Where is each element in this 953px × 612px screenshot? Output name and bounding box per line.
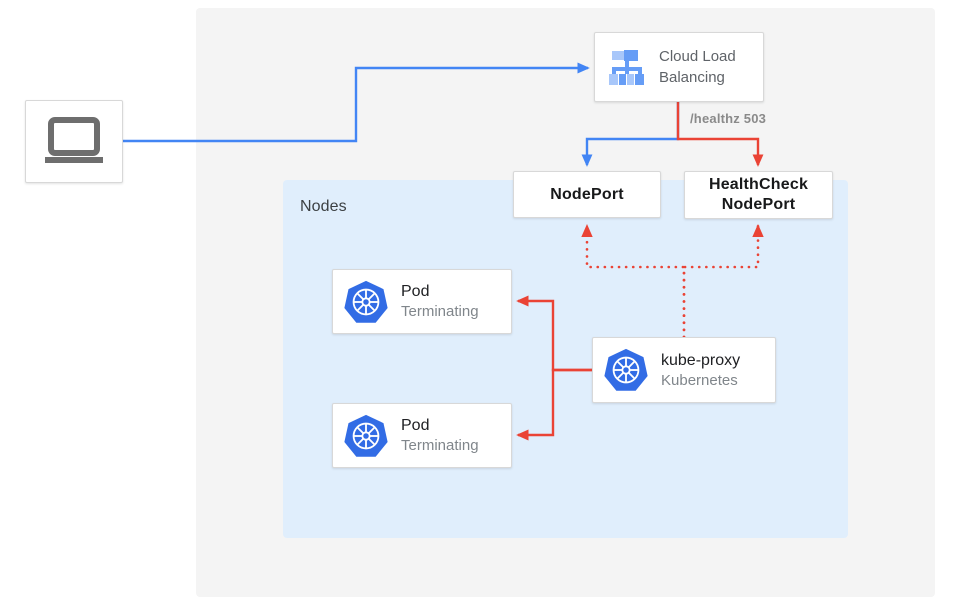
laptop-icon	[45, 116, 103, 163]
cloud-load-balancing-label-line1: Cloud Load	[659, 48, 736, 65]
cloud-load-balancing-label-line2: Balancing	[659, 69, 725, 86]
healthcheck-nodeport-label-line2: NodePort	[721, 196, 796, 213]
nodeport-node: NodePort	[513, 171, 661, 218]
pod-2-status: Terminating	[401, 437, 479, 454]
pod-1-status: Terminating	[401, 303, 479, 320]
cloud-load-balancing-label: Cloud Load Balancing	[659, 46, 736, 88]
nodes-region-label: Nodes	[300, 198, 347, 215]
kubernetes-icon	[604, 348, 648, 391]
nodeport-label: NodePort	[550, 185, 624, 203]
healthcheck-nodeport-label: HealthCheck NodePort	[709, 175, 808, 215]
cloud-load-balancing-node: Cloud Load Balancing	[594, 32, 764, 102]
healthz-edge-label: /healthz 503	[690, 111, 767, 126]
pod-2-title: Pod	[401, 417, 430, 434]
kube-proxy-text: kube-proxy Kubernetes	[661, 350, 740, 391]
pod-node-2: Pod Terminating	[332, 403, 512, 468]
kubernetes-icon	[344, 280, 388, 323]
kube-proxy-node: kube-proxy Kubernetes	[592, 337, 776, 403]
cloud-load-balancing-icon	[609, 50, 644, 85]
kubernetes-icon	[344, 414, 388, 457]
pod-2-text: Pod Terminating	[401, 415, 479, 456]
client-node	[25, 100, 123, 183]
kube-proxy-title: kube-proxy	[661, 351, 741, 369]
healthcheck-nodeport-label-line1: HealthCheck	[708, 176, 809, 193]
pod-node-1: Pod Terminating	[332, 269, 512, 334]
pod-1-text: Pod Terminating	[401, 281, 479, 322]
pod-1-title: Pod	[401, 283, 430, 300]
kube-proxy-subtitle: Kubernetes	[661, 371, 738, 389]
healthcheck-nodeport-node: HealthCheck NodePort	[684, 171, 833, 219]
